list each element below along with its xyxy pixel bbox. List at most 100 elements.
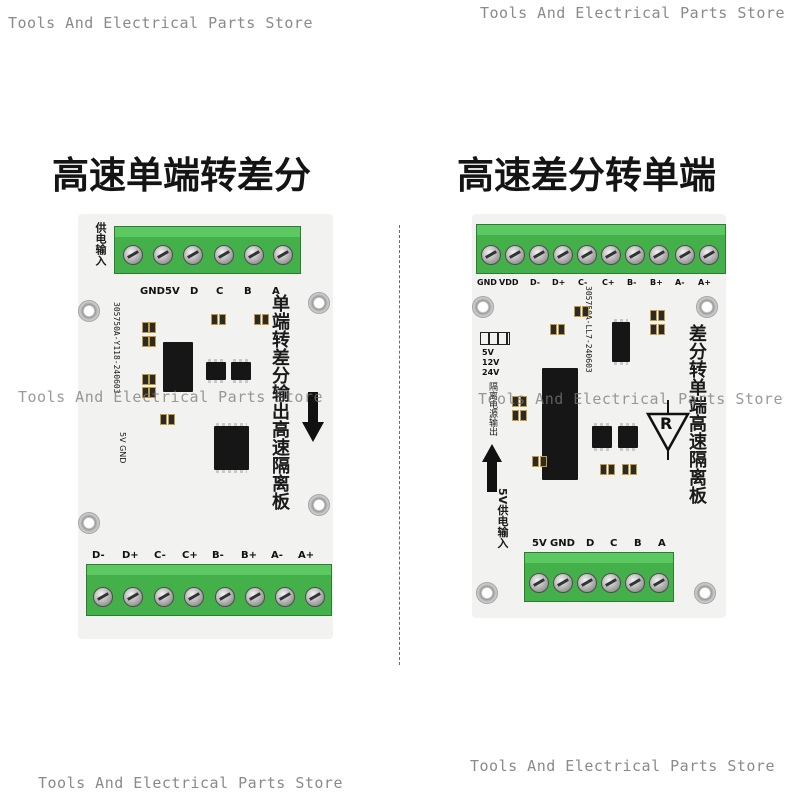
mount-hole (472, 296, 494, 318)
screw (649, 245, 669, 265)
screw (245, 587, 265, 607)
screw (577, 245, 597, 265)
right-supply-note: 隔离电源输出 (487, 382, 497, 436)
screw (699, 245, 719, 265)
mount-hole (696, 296, 718, 318)
left-board: GND 5V D C B A 供电输入 305750A-Y118-240603 … (78, 214, 333, 639)
left-top-label: A (272, 286, 280, 297)
left-bottom-label: C- (154, 550, 166, 561)
mount-hole (78, 512, 100, 534)
right-top-label: C- (578, 278, 588, 287)
left-power-label: 供电输入 (94, 222, 107, 266)
right-heading: 高速差分转单端 (457, 154, 716, 197)
left-top-label: C (216, 286, 224, 297)
screw (553, 573, 573, 593)
right-bottom-label: C (610, 538, 618, 549)
screw (553, 245, 573, 265)
r-logo-icon (645, 400, 691, 460)
left-bottom-terminal (86, 564, 332, 616)
watermark-top-left: Tools And Electrical Parts Store (8, 14, 313, 32)
screw (153, 245, 173, 265)
left-top-terminal (114, 226, 301, 274)
screw (93, 587, 113, 607)
left-bottom-label: A- (271, 550, 283, 561)
left-bottom-label: C+ (182, 550, 198, 561)
left-bottom-label: B+ (241, 550, 258, 561)
right-top-label: D+ (552, 278, 566, 287)
left-bottom-label: A+ (298, 550, 315, 561)
right-bottom-label: B (634, 538, 642, 549)
ic-chip (618, 423, 638, 451)
ic-chip (231, 359, 251, 383)
right-bottom-label: D (586, 538, 595, 549)
voltage-option: 12V (482, 358, 500, 367)
screw (215, 587, 235, 607)
screw (214, 245, 234, 265)
screw (244, 245, 264, 265)
left-bottom-label: D+ (122, 550, 139, 561)
right-board: GND VDD D- D+ C- C+ B- B+ A- A+ 5V 12V 2… (472, 214, 726, 618)
mount-hole (78, 300, 100, 322)
ic-chip (206, 359, 226, 383)
screw (625, 245, 645, 265)
right-top-label: B- (627, 278, 637, 287)
screw (184, 587, 204, 607)
left-bottom-label: D- (92, 550, 105, 561)
left-top-label: 5V (165, 286, 180, 297)
screw (275, 587, 295, 607)
screw (505, 245, 525, 265)
right-top-terminal (476, 224, 726, 274)
screw (123, 245, 143, 265)
left-top-label: GND (140, 286, 165, 297)
right-side-title: 差分转单端高速隔离板 (686, 324, 707, 504)
screw (154, 587, 174, 607)
screw (601, 573, 621, 593)
right-bottom-label: GND (550, 538, 575, 549)
right-top-label: GND (477, 278, 497, 287)
watermark-mid-left: Tools And Electrical Parts Store (18, 388, 323, 406)
left-top-label: B (244, 286, 252, 297)
screw (577, 573, 597, 593)
mount-hole (694, 582, 716, 604)
isolator-module (163, 342, 193, 392)
left-serial: 305750A-Y118-240603 (112, 302, 121, 394)
ic-chip (214, 423, 249, 473)
right-top-label: A- (675, 278, 685, 287)
watermark-bottom-right: Tools And Electrical Parts Store (470, 757, 775, 775)
voltage-option: 24V (482, 368, 500, 377)
right-top-label: A+ (698, 278, 711, 287)
ic-chip (592, 423, 612, 451)
right-top-label: D- (530, 278, 541, 287)
screw (529, 245, 549, 265)
left-top-label: D (190, 286, 199, 297)
screw (529, 573, 549, 593)
left-side-title: 单端转差分输出高速隔离板 (269, 294, 290, 510)
left-pin-note: 5V GND (118, 432, 127, 464)
arrow-down-icon (302, 392, 324, 442)
mount-hole (308, 292, 330, 314)
screw (601, 245, 621, 265)
watermark-top-right: Tools And Electrical Parts Store (480, 4, 785, 22)
right-power-label: 5V供电输入 (496, 488, 509, 549)
right-top-label: C+ (602, 278, 615, 287)
left-heading: 高速单端转差分 (52, 154, 311, 197)
watermark-bottom-left: Tools And Electrical Parts Store (38, 774, 343, 792)
screw (625, 573, 645, 593)
screw (675, 245, 695, 265)
right-bottom-label: A (658, 538, 666, 549)
screw (305, 587, 325, 607)
isolator-module (542, 368, 578, 480)
right-top-label: B+ (650, 278, 663, 287)
watermark-mid-right: Tools And Electrical Parts Store (478, 390, 783, 408)
right-bottom-label: 5V (532, 538, 547, 549)
screw (273, 245, 293, 265)
left-bottom-label: B- (212, 550, 224, 561)
mount-hole (476, 582, 498, 604)
right-serial: 305750A-LL7-240603 (584, 286, 593, 373)
divider (399, 225, 400, 665)
logo-letter: R (660, 414, 673, 433)
screw (123, 587, 143, 607)
right-bottom-terminal (524, 552, 674, 602)
arrow-up-icon (482, 444, 502, 492)
screw (183, 245, 203, 265)
